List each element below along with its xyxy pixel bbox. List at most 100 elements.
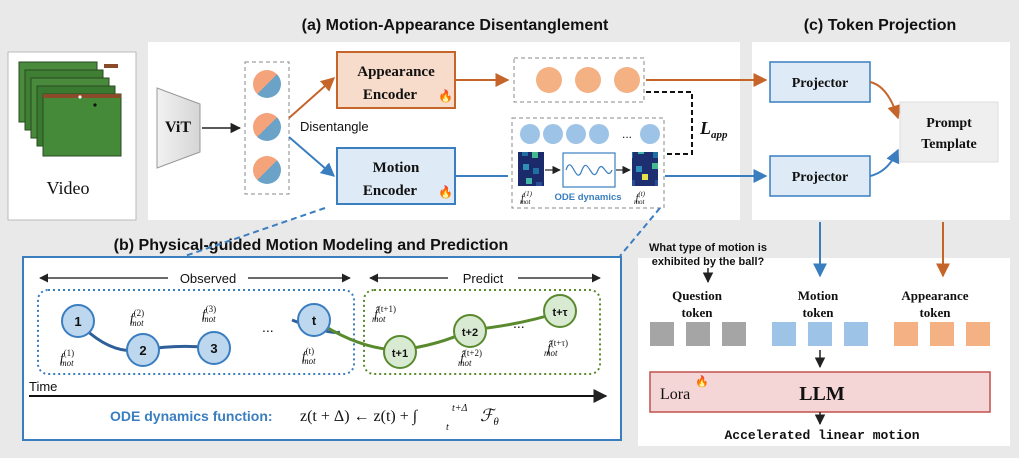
fhat-label-t2: f̂(t+2)mot <box>458 348 482 368</box>
title-section-b: (b) Physical-guided Motion Modeling and … <box>114 237 509 254</box>
table-cushion <box>43 94 121 98</box>
motion-token-label-2: token <box>802 305 834 320</box>
predict-node-t1: t+1 <box>383 335 417 369</box>
fire-icon: 🔥 <box>695 375 709 388</box>
predict-label-bg <box>448 270 518 286</box>
projector-bottom-box <box>769 155 871 197</box>
answer-text: Accelerated linear motion <box>724 428 919 443</box>
heatmap-last <box>632 152 658 186</box>
ode-dynamics-label: ODE dynamics <box>554 192 621 203</box>
predict-node-t2-circle <box>453 314 487 348</box>
appearance-token-2 <box>930 322 954 346</box>
motion-token-3 <box>844 322 868 346</box>
observed-node-3-circle <box>197 331 231 365</box>
motion-encoder-box <box>336 147 456 205</box>
motion-feature-5 <box>640 124 660 144</box>
f-label-1: f(1)mot <box>60 348 74 368</box>
f-label-2: f(2)mot <box>130 308 144 328</box>
question-token-2 <box>686 322 710 346</box>
cue-ball-icon <box>78 95 82 99</box>
predict-node-t2-label: t+2 <box>462 327 478 339</box>
motion-encoder-label-1: Motion <box>373 160 420 176</box>
video-card: Video <box>7 51 137 221</box>
appearance-token-label-2: token <box>919 305 951 320</box>
appearance-encoder-box <box>336 51 456 109</box>
appearance-feature-1 <box>536 67 562 93</box>
ode-wave-icon <box>565 164 613 176</box>
appearance-token-3 <box>966 322 990 346</box>
ode-dynamics-box <box>562 152 616 188</box>
observed-label-bg <box>168 270 248 286</box>
observed-ellipsis: ... <box>262 319 274 335</box>
predict-node-ttau-label: t+τ <box>553 307 568 319</box>
lora-label: Lora <box>660 386 690 403</box>
zoom-line-left <box>184 207 326 257</box>
fhat-label-ttau: f̂(t+τ)mot <box>544 338 568 358</box>
motion-encoder: Motion Encoder 🔥 <box>336 147 456 205</box>
predict-node-t1-circle <box>383 335 417 369</box>
appearance-encoder-label-2: Encoder <box>363 87 418 103</box>
observed-node-1: 1 <box>61 304 95 338</box>
observed-node-1-label: 1 <box>74 314 81 329</box>
observed-node-2: 2 <box>126 333 160 367</box>
motion-token-1 <box>772 322 796 346</box>
arrow-projector-to-prompt-bottom <box>869 148 900 177</box>
llm-label: LLM <box>799 383 845 405</box>
ode-integral-upper: t+Δ <box>452 403 468 414</box>
projector-bottom-label: Projector <box>792 170 848 185</box>
appearance-token-label-1: Appearance <box>901 288 968 303</box>
loss-connector <box>646 91 693 155</box>
arrow-projector-to-prompt-top <box>869 81 901 120</box>
fire-icon: 🔥 <box>438 89 453 103</box>
black-ball-icon <box>93 103 97 107</box>
feature-token-3 <box>253 156 281 184</box>
heatmap-first <box>518 152 544 186</box>
observed-node-3: 3 <box>197 331 231 365</box>
observed-label: Observed <box>180 271 236 286</box>
appearance-encoder: Appearance Encoder 🔥 <box>336 51 456 109</box>
appearance-token-box <box>513 57 645 103</box>
predict-trajectory <box>314 310 561 352</box>
f-mot-t-label: f(t)mot <box>634 190 646 206</box>
question-prompt-line-1: What type of motion is <box>649 242 767 254</box>
f-label-3: f(3)mot <box>202 304 216 324</box>
motion-encoder-label-2: Encoder <box>363 183 418 199</box>
pocket-rail <box>104 64 118 68</box>
ode-integrand: ℱθ <box>480 406 499 428</box>
motion-token-label-1: Motion <box>798 288 839 303</box>
observed-node-2-circle <box>126 333 160 367</box>
appearance-feature-2 <box>575 67 601 93</box>
motion-feature-3 <box>566 124 586 144</box>
time-label: Time <box>29 379 57 394</box>
motion-feature-ellipsis: ... <box>622 127 632 141</box>
f-mot-1-label: f(1)mot <box>520 190 533 206</box>
llm-box <box>649 371 991 413</box>
loss-label: Lapp <box>699 118 728 141</box>
appearance-feature-3 <box>614 67 640 93</box>
appearance-token-1 <box>894 322 918 346</box>
observed-node-1-circle <box>61 304 95 338</box>
ode-function-formula: z(t + Δ) ← z(t) + ∫ <box>300 408 419 426</box>
vit-label: ViT <box>165 119 191 136</box>
feature-token-1 <box>253 70 281 98</box>
feature-token-2 <box>253 113 281 141</box>
question-token-1 <box>650 322 674 346</box>
fire-icon: 🔥 <box>438 185 453 199</box>
arrow-to-appearance-encoder <box>288 77 336 119</box>
observed-node-3-label: 3 <box>210 341 217 356</box>
fhat-label-t1: f̂(t+1)mot <box>372 304 396 324</box>
motion-feature-2 <box>543 124 563 144</box>
zoom-line-right <box>619 207 661 257</box>
video-label: Video <box>47 178 90 198</box>
vit-block <box>156 87 201 169</box>
predict-node-t1-label: t+1 <box>392 348 408 360</box>
prompt-template-label-1: Prompt <box>926 116 972 131</box>
ode-box <box>511 117 665 209</box>
question-prompt-line-2: exhibited by the ball? <box>652 256 765 268</box>
motion-token-2 <box>808 322 832 346</box>
title-section-a: (a) Motion-Appearance Disentanglement <box>302 17 609 34</box>
observed-node-2-label: 2 <box>139 343 146 358</box>
appearance-encoder-label-1: Appearance <box>357 64 435 80</box>
